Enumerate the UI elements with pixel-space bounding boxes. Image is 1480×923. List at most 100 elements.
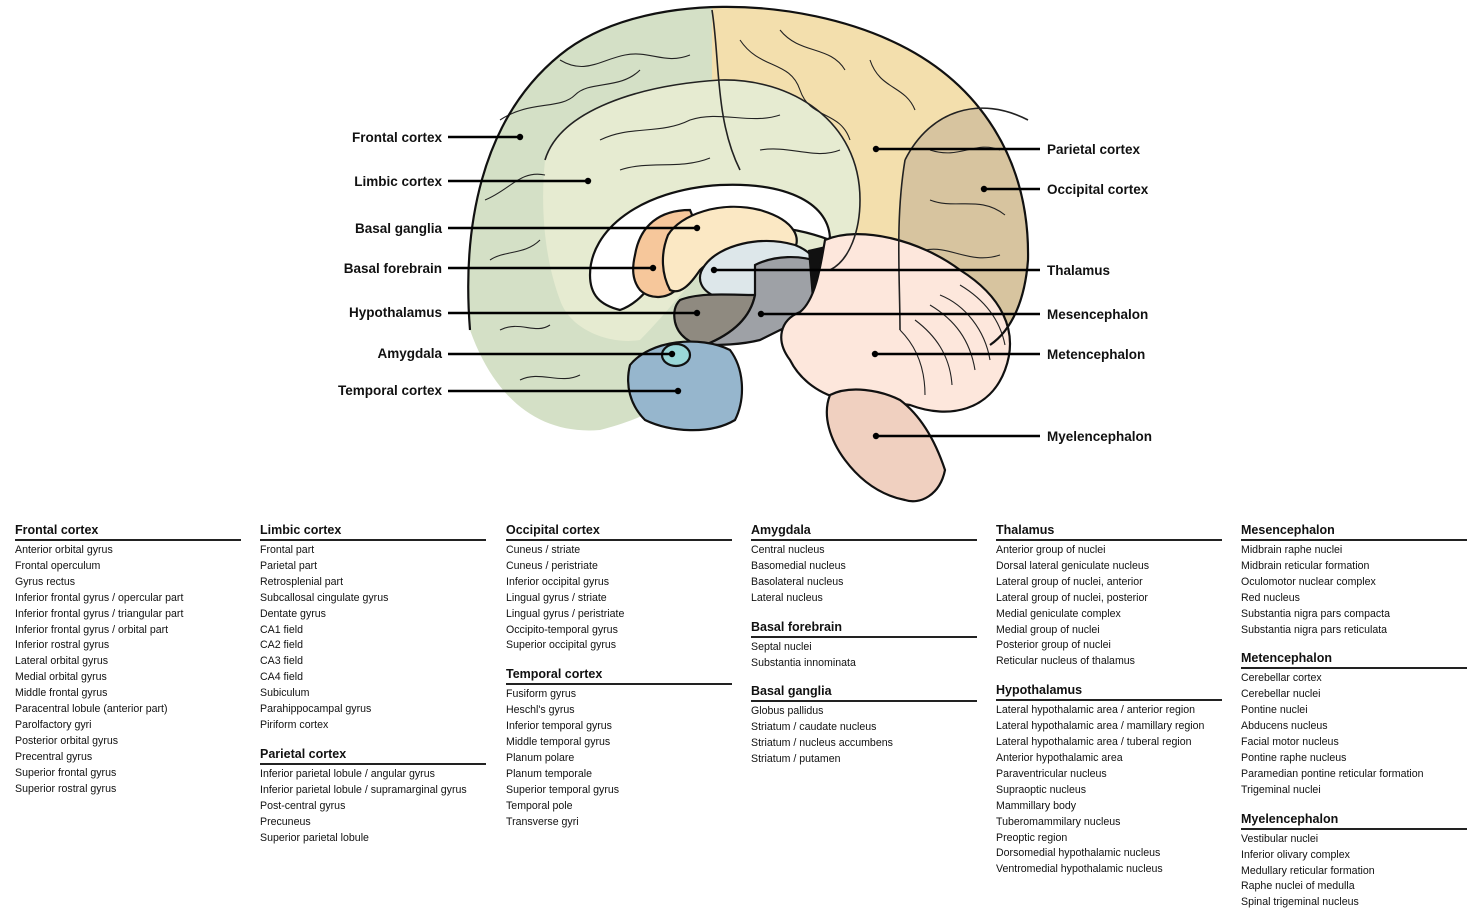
legend-item: Lingual gyrus / peristriate	[506, 607, 625, 620]
legend-item: Superior parietal lobule	[260, 831, 369, 844]
legend-item: Abducens nucleus	[1241, 720, 1328, 733]
legend-item: Pontine nuclei	[1241, 704, 1308, 717]
legend-item: Lateral hypothalamic area / mamillary re…	[996, 720, 1205, 733]
legend-item: Middle temporal gyrus	[506, 736, 611, 749]
pin-amygdala	[668, 350, 676, 358]
legend-group-title: Basal forebrain	[751, 619, 977, 638]
label-limbic-cortex: Limbic cortex	[354, 174, 442, 189]
legend-item: Anterior hypothalamic area	[996, 751, 1123, 764]
legend-item: Globus pallidus	[751, 705, 824, 718]
legend-item: Pontine raphe nucleus	[1241, 751, 1347, 764]
legend-item: Subcallosal cingulate gyrus	[260, 591, 389, 604]
legend-item: Frontal part	[260, 544, 315, 556]
legend-item: Cerebellar nuclei	[1241, 688, 1321, 701]
legend-item: Paracentral lobule (anterior part)	[15, 703, 168, 716]
legend-item: Parolfactory gyri	[15, 718, 92, 731]
legend-group-title: Occipital cortex	[506, 522, 732, 541]
left-callouts: Frontal cortex Limbic cortex Basal gangl…	[338, 130, 701, 398]
legend-item: CA3 field	[260, 655, 303, 668]
legend-item: Inferior parietal lobule / angular gyrus	[260, 767, 435, 780]
legend-item: Medial group of nuclei	[996, 623, 1100, 636]
pin-basal-forebrain	[649, 264, 657, 272]
legend-group-title: Thalamus	[996, 522, 1222, 541]
legend-item: Occipito-temporal gyrus	[506, 623, 618, 636]
legend-item: Mammillary body	[996, 799, 1077, 812]
label-mesencephalon: Mesencephalon	[1047, 307, 1148, 322]
legend-item: Lateral group of nuclei, posterior	[996, 591, 1148, 604]
legend-item: Striatum / nucleus accumbens	[751, 737, 893, 750]
legend-item: Oculomotor nuclear complex	[1241, 575, 1376, 588]
parietal-occipital-border	[897, 107, 1029, 331]
legend-group-title: Frontal cortex	[15, 522, 241, 541]
legend-item: Transverse gyri	[506, 815, 579, 828]
legend-item: Striatum / caudate nucleus	[751, 721, 877, 734]
pin-hypothalamus	[693, 309, 701, 317]
legend-item: Posterior orbital gyrus	[15, 734, 119, 747]
legend-item: Inferior rostral gyrus	[15, 639, 110, 652]
legend-item: Inferior parietal lobule / supramarginal…	[260, 783, 467, 796]
legend-item: Temporal pole	[506, 799, 573, 812]
legend-item: Lateral nucleus	[751, 591, 823, 604]
legend-item: Raphe nuclei of medulla	[1241, 880, 1355, 893]
legend-item: Lateral hypothalamic area / anterior reg…	[996, 704, 1196, 717]
legend-item: Heschl's gyrus	[506, 704, 575, 717]
legend-item: Posterior group of nuclei	[996, 639, 1111, 652]
legend-item: Inferior frontal gyrus / orbital part	[15, 623, 169, 636]
legend-item: Anterior group of nuclei	[996, 544, 1106, 556]
legend-item: Facial motor nucleus	[1241, 736, 1339, 749]
legend-item: Piriform cortex	[260, 718, 329, 731]
legend-item: CA1 field	[260, 623, 303, 636]
legend-item: Subiculum	[260, 687, 310, 700]
gyri-folds	[484, 29, 1006, 381]
legend-item: Preoptic region	[996, 831, 1068, 844]
legend-item: Spinal trigeminal nucleus	[1241, 896, 1359, 909]
legend-item: Dentate gyrus	[260, 607, 326, 620]
legend-item: Post-central gyrus	[260, 799, 346, 812]
legend-item: Tuberomammilary nucleus	[996, 815, 1121, 828]
legend-item: Vestibular nuclei	[1241, 832, 1319, 845]
label-amygdala: Amygdala	[377, 346, 442, 361]
label-myelencephalon: Myelencephalon	[1047, 429, 1152, 444]
legend-item: Ventromedial hypothalamic nucleus	[996, 863, 1163, 876]
legend-item: Precuneus	[260, 815, 311, 828]
legend-item: Paraventricular nucleus	[996, 767, 1107, 780]
legend-group-title: Myelencephalon	[1241, 811, 1467, 830]
legend-item: Septal nuclei	[751, 640, 812, 653]
label-hypothalamus: Hypothalamus	[349, 305, 442, 320]
legend-item: Midbrain reticular formation	[1241, 559, 1370, 572]
legend-item: Precentral gyrus	[15, 750, 93, 763]
legend-item: CA2 field	[260, 639, 303, 652]
legend-item: Central nucleus	[751, 544, 825, 556]
legend-group-title: Hypothalamus	[996, 682, 1222, 702]
label-temporal-cortex: Temporal cortex	[338, 383, 443, 398]
legend-item: Fusiform gyrus	[506, 688, 577, 701]
legend-item: Inferior temporal gyrus	[506, 720, 612, 733]
legend-item: Parahippocampal gyrus	[260, 703, 372, 716]
legend-item: Inferior frontal gyrus / triangular part	[15, 607, 184, 620]
legend-item: Gyrus rectus	[15, 575, 76, 588]
pin-basal-ganglia	[693, 224, 701, 232]
label-basal-forebrain: Basal forebrain	[344, 261, 442, 276]
label-occipital-cortex: Occipital cortex	[1047, 182, 1149, 197]
legend-item: CA4 field	[260, 671, 303, 684]
legend-item: Inferior occipital gyrus	[506, 575, 610, 588]
legend-item: Planum polare	[506, 751, 575, 764]
legend-item: Inferior olivary complex	[1241, 848, 1350, 861]
legend-item: Supraoptic nucleus	[996, 783, 1087, 796]
legend-item: Medullary reticular formation	[1241, 864, 1375, 877]
legend-item: Superior frontal gyrus	[15, 766, 117, 779]
